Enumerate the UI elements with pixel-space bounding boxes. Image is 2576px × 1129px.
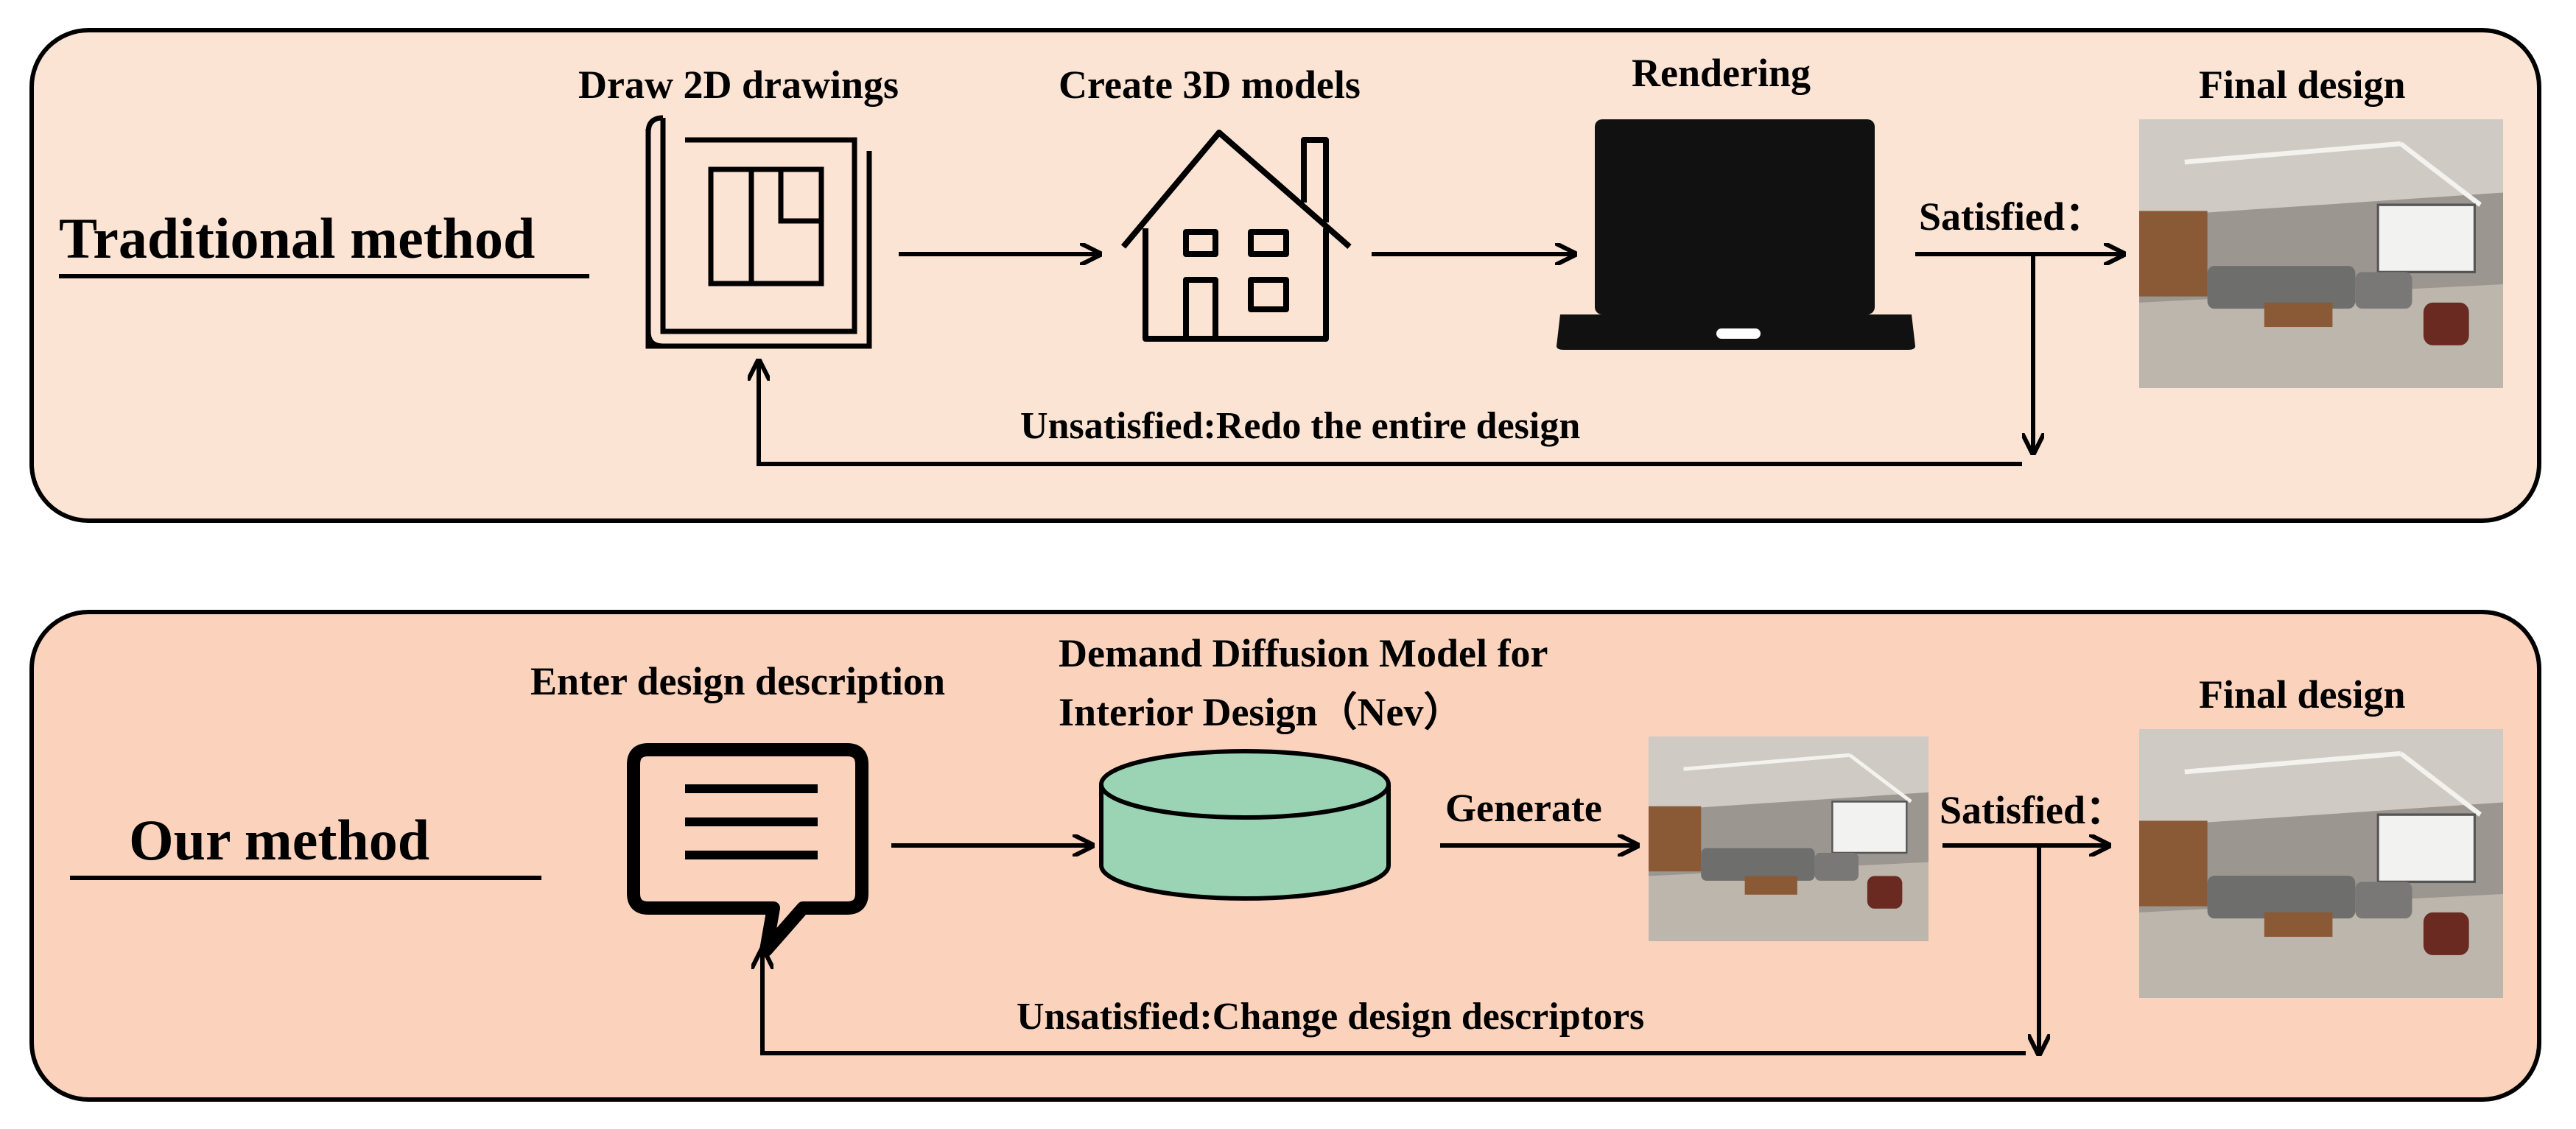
final-design-image-top (2139, 119, 2503, 388)
generated-design-image (1649, 736, 1929, 941)
generate-label: Generate (1445, 786, 1602, 830)
speech-bubble-icon (627, 743, 868, 957)
arrow-feedback-bottom (762, 952, 2026, 1055)
diffusion-model-label-line1: Demand Diffusion Model for (1059, 631, 1548, 675)
blueprint-icon (645, 115, 872, 349)
traditional-method-label: Traditional method (59, 206, 536, 270)
create-3d-models-label: Create 3D models (1059, 63, 1361, 107)
our-method-label: Our method (129, 808, 430, 872)
enter-design-description-label: Enter design description (530, 659, 946, 703)
arrow-feedback-top (759, 363, 2022, 466)
unsatisfied-label-top: Unsatisfied:Redo the entire design (1020, 405, 1581, 447)
house-icon (1120, 130, 1352, 342)
rendering-label: Rendering (1632, 51, 1811, 95)
final-design-label-top: Final design (2199, 63, 2406, 107)
diffusion-model-label-line2: Interior Design（Nev） (1059, 690, 1464, 734)
final-design-label-bottom: Final design (2199, 672, 2406, 717)
satisfied-label-bottom: Satisfied： (1940, 788, 2126, 832)
draw-2d-drawings-label: Draw 2D drawings (578, 63, 899, 107)
laptop-icon (1557, 119, 1915, 350)
unsatisfied-label-bottom: Unsatisfied:Change design descriptors (1017, 996, 1645, 1038)
satisfied-label-top: Satisfied： (1919, 194, 2105, 239)
diffusion-model-cylinder-icon (1099, 749, 1391, 901)
final-design-image-bottom (2139, 729, 2503, 998)
